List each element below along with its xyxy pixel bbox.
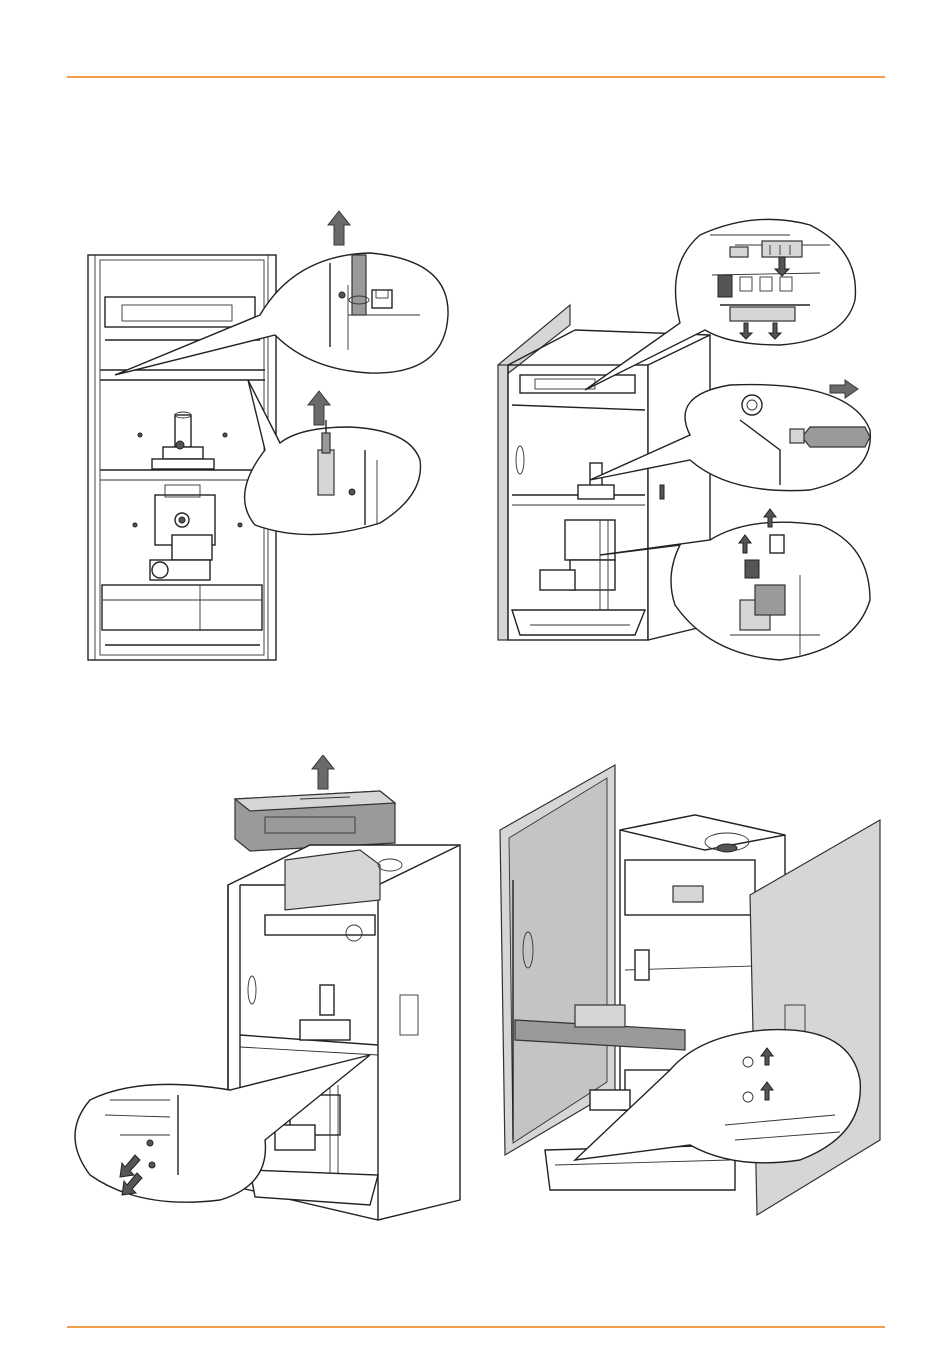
figure-1 [80, 205, 460, 670]
boiler-top-cover-removal-illustration [60, 755, 470, 1225]
figure-2 [490, 205, 880, 670]
footer-rule [67, 1326, 885, 1328]
boiler-side-panels-removal-illustration [495, 760, 885, 1220]
figure-3 [60, 755, 470, 1225]
figure-4 [495, 760, 885, 1220]
boiler-front-open-illustration [80, 205, 460, 670]
header-rule [67, 76, 885, 78]
boiler-iso-with-callouts-illustration [490, 205, 880, 670]
